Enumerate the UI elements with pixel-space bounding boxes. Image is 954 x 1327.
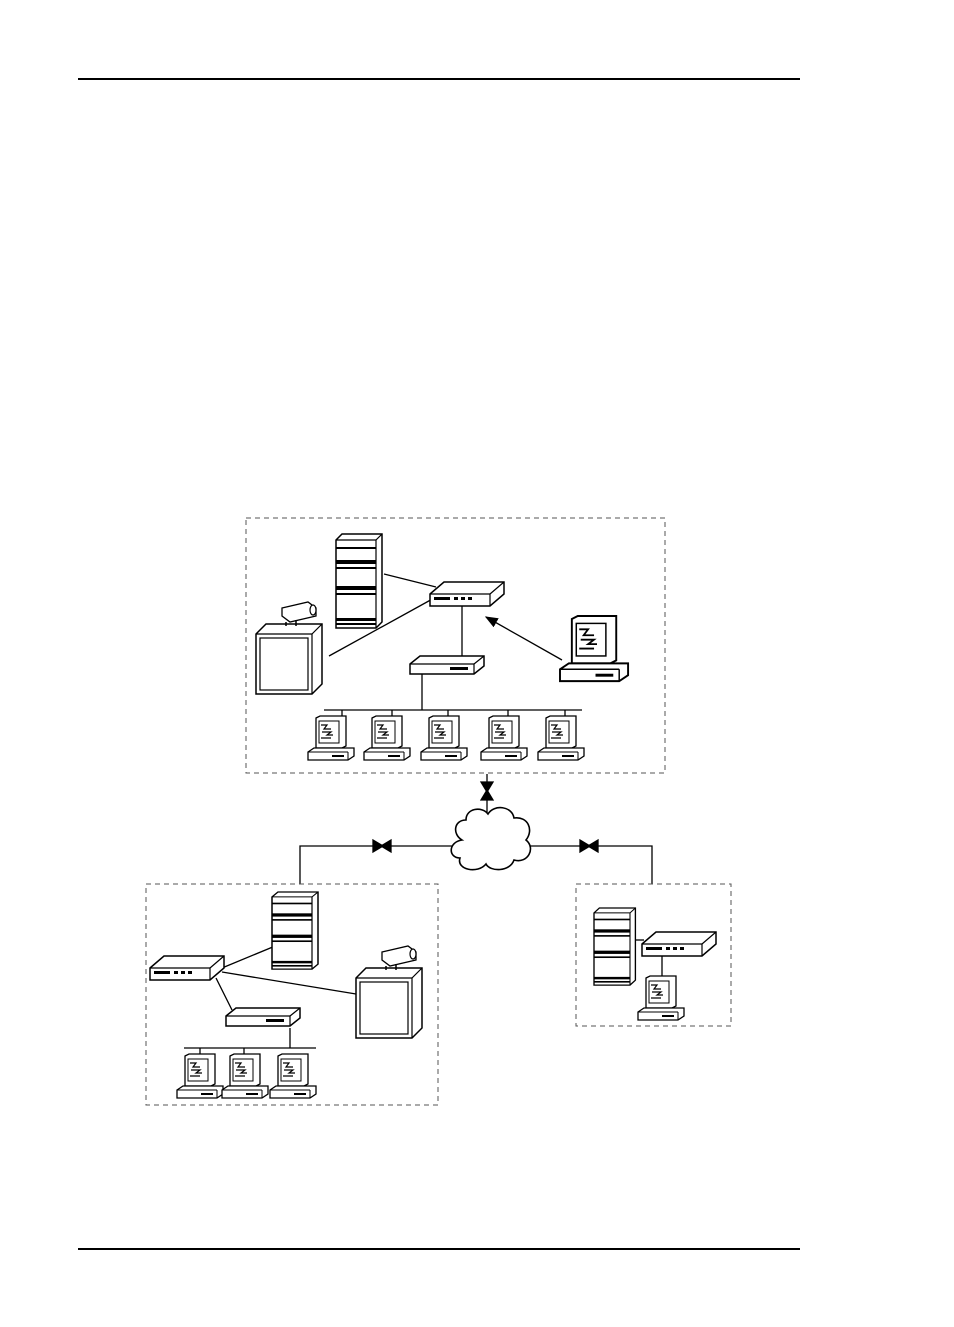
management-workstation	[560, 616, 628, 681]
main-storage-tower	[336, 534, 382, 628]
branch-left-video-monitor	[356, 946, 422, 1038]
cloud-icon	[451, 808, 530, 870]
management-arrow	[486, 617, 562, 660]
branch-left-client-workstation	[270, 1054, 316, 1098]
branch-left-storage-tower	[272, 892, 318, 969]
branch-left-client-workstation	[222, 1054, 268, 1098]
right-wan-link	[530, 840, 652, 884]
branch-right-storage-tower	[594, 908, 635, 985]
main-client-workstation	[364, 716, 410, 760]
branch-right-router	[642, 932, 716, 956]
main-client-workstation	[421, 716, 467, 760]
branch-left-switch	[226, 1008, 300, 1026]
branch-left-client-workstation	[177, 1054, 223, 1098]
main-client-workstation	[308, 716, 354, 760]
main-wan-link	[481, 774, 493, 814]
main-router	[430, 582, 504, 606]
left-wan-link	[300, 840, 452, 884]
main-client-workstation	[538, 716, 584, 760]
branch-right-client-workstation	[638, 976, 684, 1020]
main-client-workstation	[481, 716, 527, 760]
main-switch	[410, 656, 484, 674]
main-video-monitor	[256, 602, 322, 694]
branch-left-router	[150, 956, 224, 980]
